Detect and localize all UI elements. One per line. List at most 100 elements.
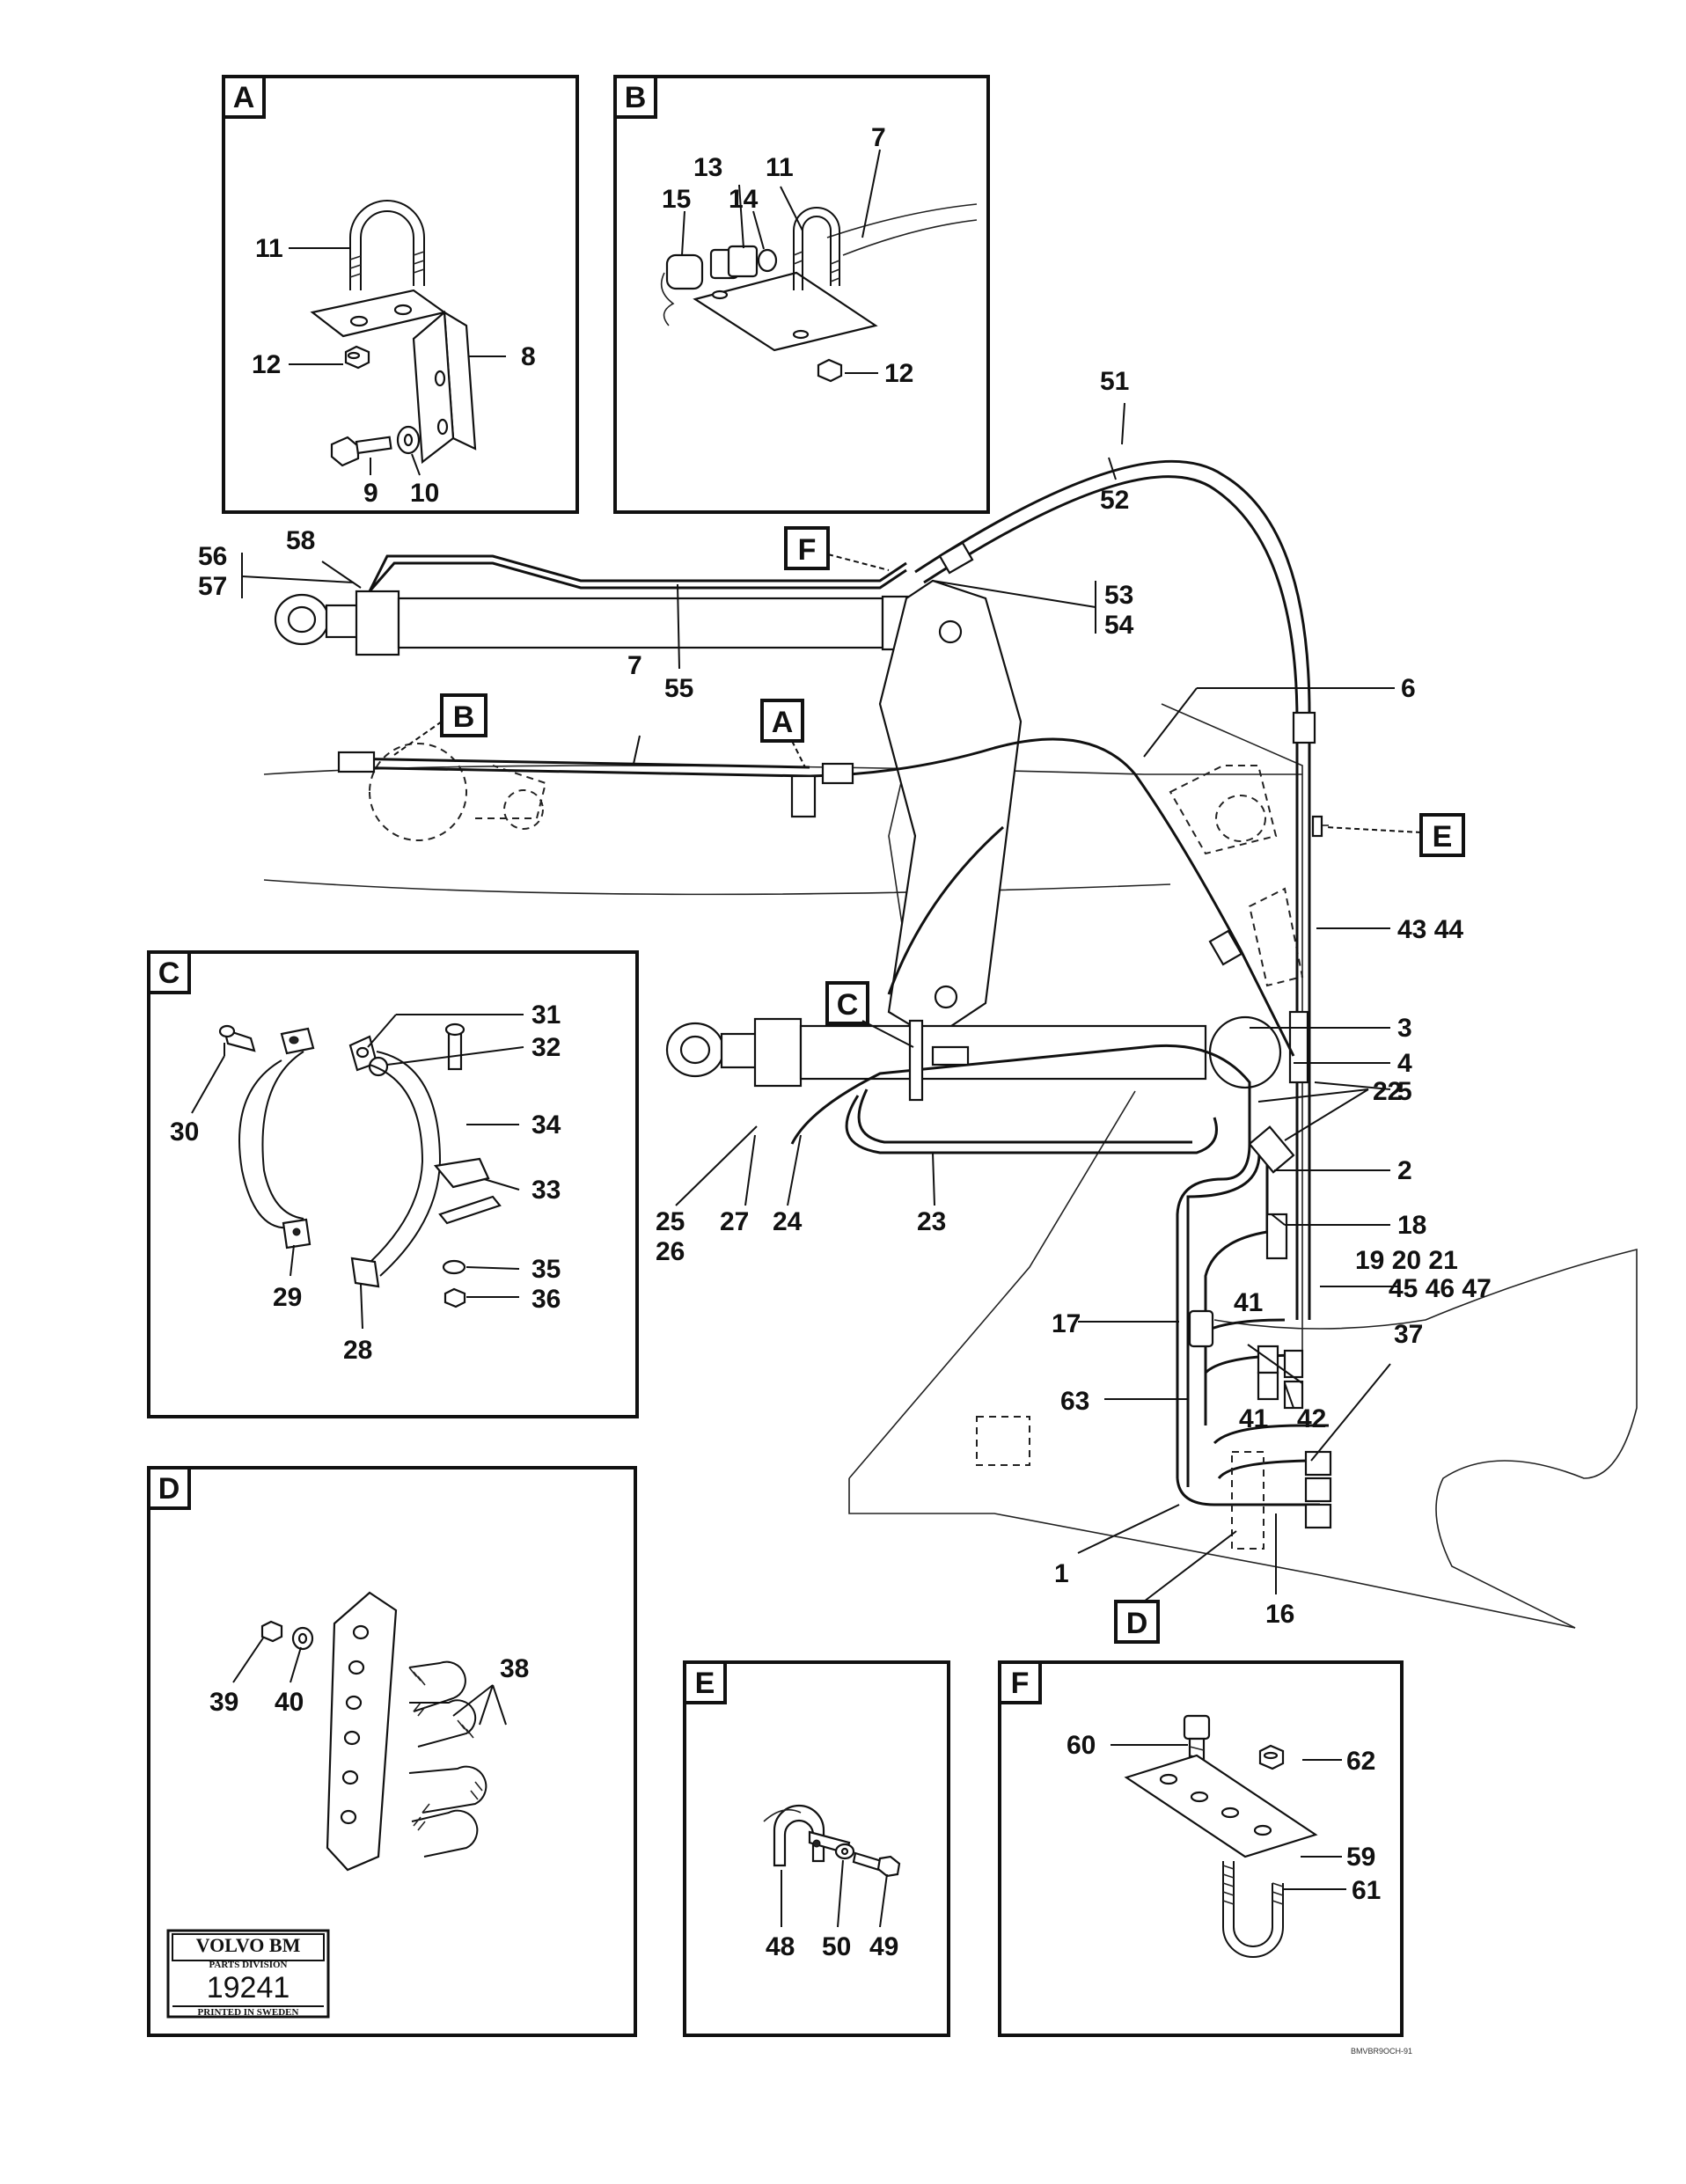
label-54: 54 (1104, 611, 1134, 640)
label-a-12: 12 (252, 350, 281, 379)
label-c-34: 34 (531, 1110, 561, 1140)
label-d-38: 38 (500, 1654, 529, 1683)
label-c-31: 31 (531, 1000, 561, 1030)
detail-b-drawing (660, 149, 978, 383)
detail-a-drawing (289, 200, 506, 476)
svg-text:B: B (625, 81, 647, 114)
main-callout-b: B (391, 693, 487, 758)
label-2: 2 (1397, 1156, 1412, 1185)
label-19-20-21: 19 20 21 (1355, 1246, 1458, 1275)
label-16: 16 (1265, 1600, 1294, 1629)
label-18: 18 (1397, 1211, 1426, 1240)
label-27: 27 (720, 1207, 749, 1236)
lower-cylinder (665, 1015, 1282, 1154)
label-f-62: 62 (1346, 1747, 1375, 1776)
label-c-35: 35 (531, 1255, 561, 1284)
label-24: 24 (773, 1207, 803, 1236)
label-a-11: 11 (255, 234, 283, 263)
svg-text:B: B (453, 700, 475, 734)
svg-text:19241: 19241 (207, 1971, 290, 2004)
main-callout-e: E (1324, 813, 1465, 857)
label-c-29: 29 (273, 1283, 302, 1312)
main-callout-d: D (1114, 1530, 1237, 1644)
svg-text:A: A (233, 81, 255, 114)
detail-b-frame (613, 75, 990, 514)
detail-f-frame (998, 1660, 1404, 2037)
label-57: 57 (198, 572, 227, 601)
svg-text:E: E (695, 1667, 715, 1700)
svg-text:F: F (798, 533, 817, 567)
detail-c-tag: C (147, 950, 191, 994)
label-c-30: 30 (170, 1118, 199, 1147)
label-55: 55 (664, 674, 693, 703)
label-d-39: 39 (209, 1688, 238, 1717)
label-37: 37 (1394, 1320, 1423, 1349)
label-63: 63 (1060, 1387, 1089, 1416)
label-17: 17 (1052, 1309, 1081, 1338)
detail-c-drawing (191, 1014, 524, 1330)
detail-d-tag: D (147, 1466, 191, 1510)
label-e-48: 48 (766, 1932, 795, 1961)
label-e-49: 49 (869, 1932, 898, 1961)
detail-b-tag: B (613, 75, 657, 119)
main-callout-c: C (825, 981, 914, 1048)
label-c-36: 36 (531, 1285, 561, 1314)
main-callout-f: F (784, 526, 890, 571)
svg-text:D: D (158, 1472, 180, 1506)
svg-text:F: F (1011, 1667, 1030, 1700)
label-e-50: 50 (822, 1932, 851, 1961)
label-51: 51 (1100, 367, 1129, 396)
label-45-46-47: 45 46 47 (1389, 1274, 1492, 1303)
label-41-top: 41 (1234, 1288, 1263, 1317)
label-4: 4 (1397, 1049, 1412, 1078)
label-52: 52 (1100, 486, 1129, 515)
manifold-pipes (1176, 1125, 1332, 1550)
upper-cylinder (274, 554, 1023, 1040)
label-c-33: 33 (531, 1176, 561, 1205)
label-25: 25 (656, 1207, 685, 1236)
detail-e-drawing (763, 1804, 901, 1928)
main-callout-a: A (760, 699, 806, 768)
label-b-15: 15 (662, 185, 691, 214)
main-leaders (241, 402, 1399, 1594)
detail-e-tag: E (683, 1660, 727, 1704)
label-1: 1 (1054, 1559, 1069, 1588)
volvo-bm-logo: VOLVO BM PARTS DIVISION 19241 PRINTED IN… (166, 1929, 330, 2019)
label-43-44: 43 44 (1397, 915, 1463, 944)
svg-text:A: A (772, 706, 794, 739)
label-56: 56 (198, 542, 227, 571)
detail-d-drawing (232, 1591, 507, 1872)
label-f-60: 60 (1067, 1731, 1096, 1760)
label-6: 6 (1401, 674, 1416, 703)
label-c-32: 32 (531, 1033, 561, 1062)
label-7: 7 (627, 651, 642, 680)
label-5: 5 (1397, 1077, 1412, 1106)
label-a-9: 9 (363, 479, 378, 508)
svg-text:VOLVO BM: VOLVO BM (196, 1934, 301, 1956)
detail-a-tag: A (222, 75, 266, 119)
svg-text:PRINTED IN SWEDEN: PRINTED IN SWEDEN (198, 2007, 299, 2018)
svg-text:C: C (158, 956, 180, 990)
pipe-7-6 (337, 737, 1295, 1057)
label-41-bottom: 41 (1239, 1404, 1268, 1433)
label-22: 22 (1373, 1077, 1402, 1106)
label-b-13: 13 (693, 153, 722, 182)
drawing-code: BMVBR9OCH-91 (1351, 2047, 1412, 2056)
label-3: 3 (1397, 1014, 1412, 1043)
detail-f-tag: F (998, 1660, 1042, 1704)
label-c-28: 28 (343, 1336, 372, 1365)
label-a-10: 10 (410, 479, 439, 508)
label-53: 53 (1104, 581, 1133, 610)
label-f-59: 59 (1346, 1843, 1375, 1872)
label-58: 58 (286, 526, 315, 555)
detail-f-drawing (1111, 1714, 1346, 1958)
detail-c-frame (147, 950, 639, 1418)
label-a-8: 8 (521, 342, 536, 371)
label-b-14: 14 (729, 185, 759, 214)
label-f-61: 61 (1352, 1876, 1381, 1905)
detail-e-frame (683, 1660, 950, 2037)
detail-a-frame (222, 75, 579, 514)
label-d-40: 40 (275, 1688, 304, 1717)
svg-text:E: E (1433, 820, 1453, 854)
